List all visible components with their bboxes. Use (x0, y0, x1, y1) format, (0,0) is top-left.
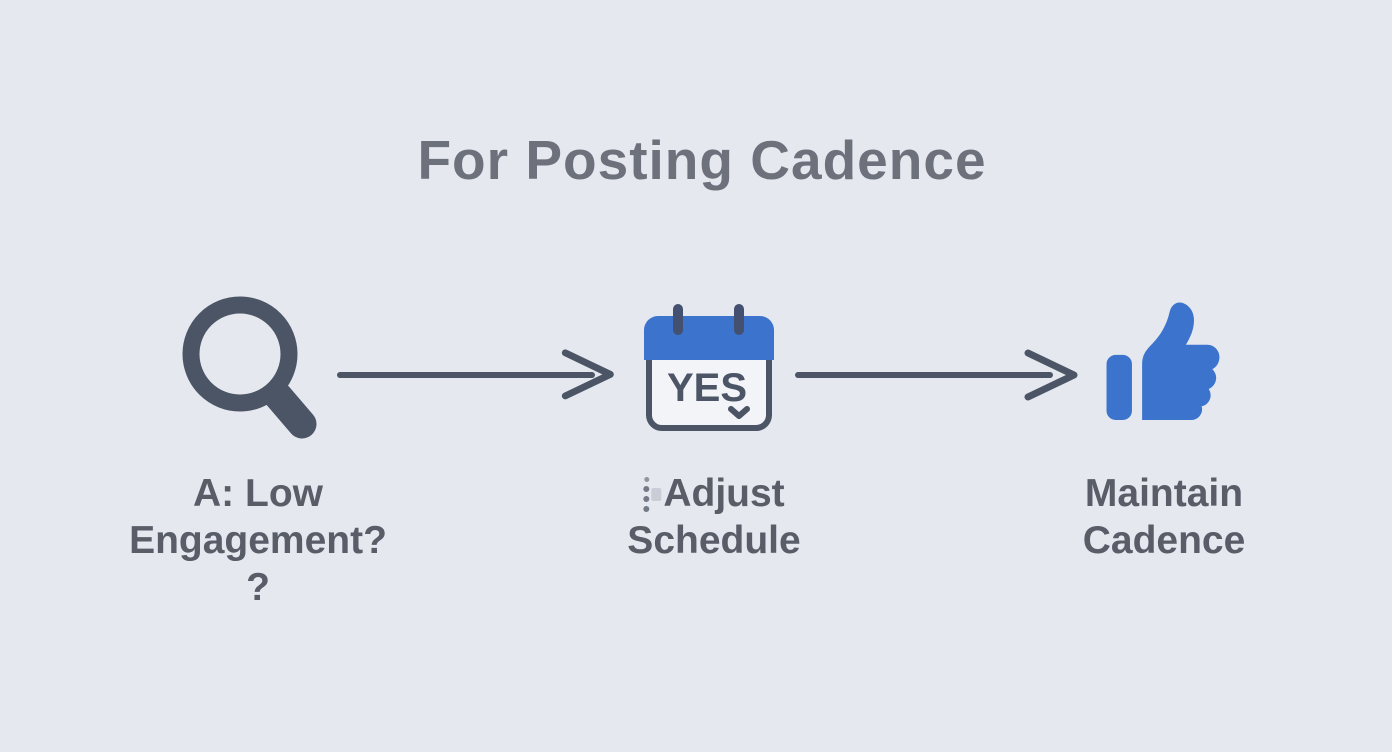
page-title: For Posting Cadence (417, 129, 987, 191)
flow-arrow (334, 344, 626, 406)
step-label-maintain-cadence: Maintain Cadence (1083, 470, 1246, 564)
label-line: ? (246, 566, 270, 609)
label-line: Engagement? (129, 519, 387, 562)
step-label-adjust-schedule: Adjust Schedule (627, 470, 800, 564)
step-label-low-engagement: A: Low Engagement? ? (129, 470, 387, 611)
flow-arrow (792, 344, 1084, 406)
label-line: A: Low (193, 472, 323, 515)
calendar-icon: YES (644, 304, 774, 434)
chevron-down-icon (728, 406, 750, 419)
label-line: Schedule (627, 519, 801, 562)
label-line: Maintain (1084, 472, 1244, 515)
calendar-badge-text: YES (667, 366, 747, 410)
thumbs-up-icon (1106, 301, 1224, 421)
label-line: Adjust (663, 472, 785, 515)
magnifier-icon (182, 296, 320, 444)
label-line: Cadence (1082, 519, 1246, 562)
dots-icon (643, 477, 662, 512)
